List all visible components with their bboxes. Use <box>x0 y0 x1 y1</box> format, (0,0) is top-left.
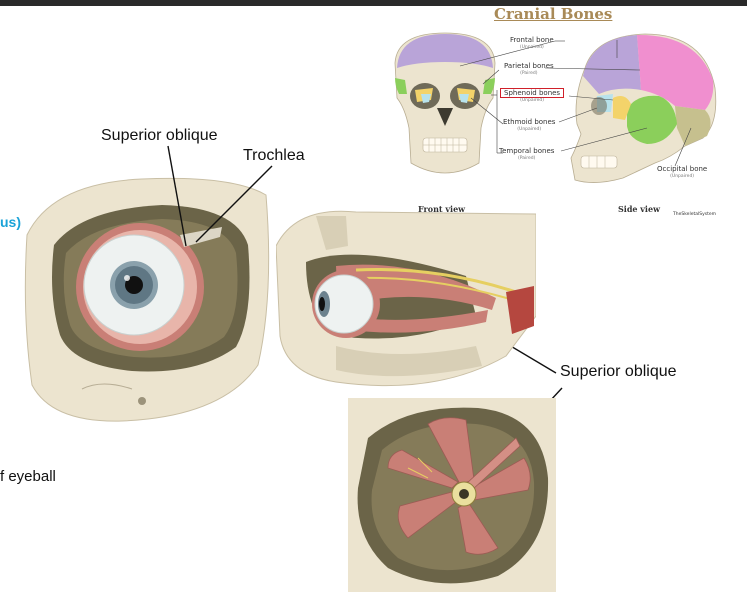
credit-text: TheSkeletalSystem <box>673 212 717 217</box>
frontal-bone-label: Frontal bone(Unpaired) <box>510 36 554 50</box>
occipital-bone-label: Occipital bone(Unpaired) <box>657 165 708 179</box>
skull-leader-lines <box>459 40 692 167</box>
trochlea-label: Trochlea <box>243 147 305 164</box>
partial-text: f eyeball <box>0 468 56 485</box>
orbit-muscles-illustration <box>348 398 556 592</box>
partial-heading: us) <box>0 214 21 230</box>
side-skull-illustration <box>570 33 717 183</box>
cranial-bones-title: Cranial Bones <box>494 5 613 23</box>
cranial-bones-figure <box>394 32 717 183</box>
superior-oblique-label-2: Superior oblique <box>560 363 677 380</box>
temporal-bones-label: Temporal bones(Paired) <box>499 147 555 161</box>
sphenoid-bones-label: Sphenoid bones(Unpaired) <box>500 88 565 105</box>
extraocular-muscles <box>387 417 531 555</box>
superior-oblique-label-1: Superior oblique <box>101 127 218 144</box>
front-skull-illustration <box>394 32 496 174</box>
orbit-eyeball-illustration <box>24 177 270 422</box>
top-bar <box>0 0 747 6</box>
parietal-bones-label: Parietal bones(Paired) <box>504 62 554 76</box>
sagittal-orbit-illustration <box>276 210 536 387</box>
ethmoid-bones-label: Ethmoid bones(Unpaired) <box>503 118 556 132</box>
side-view-label: Side view <box>618 204 660 214</box>
front-view-label: Front view <box>418 204 466 214</box>
